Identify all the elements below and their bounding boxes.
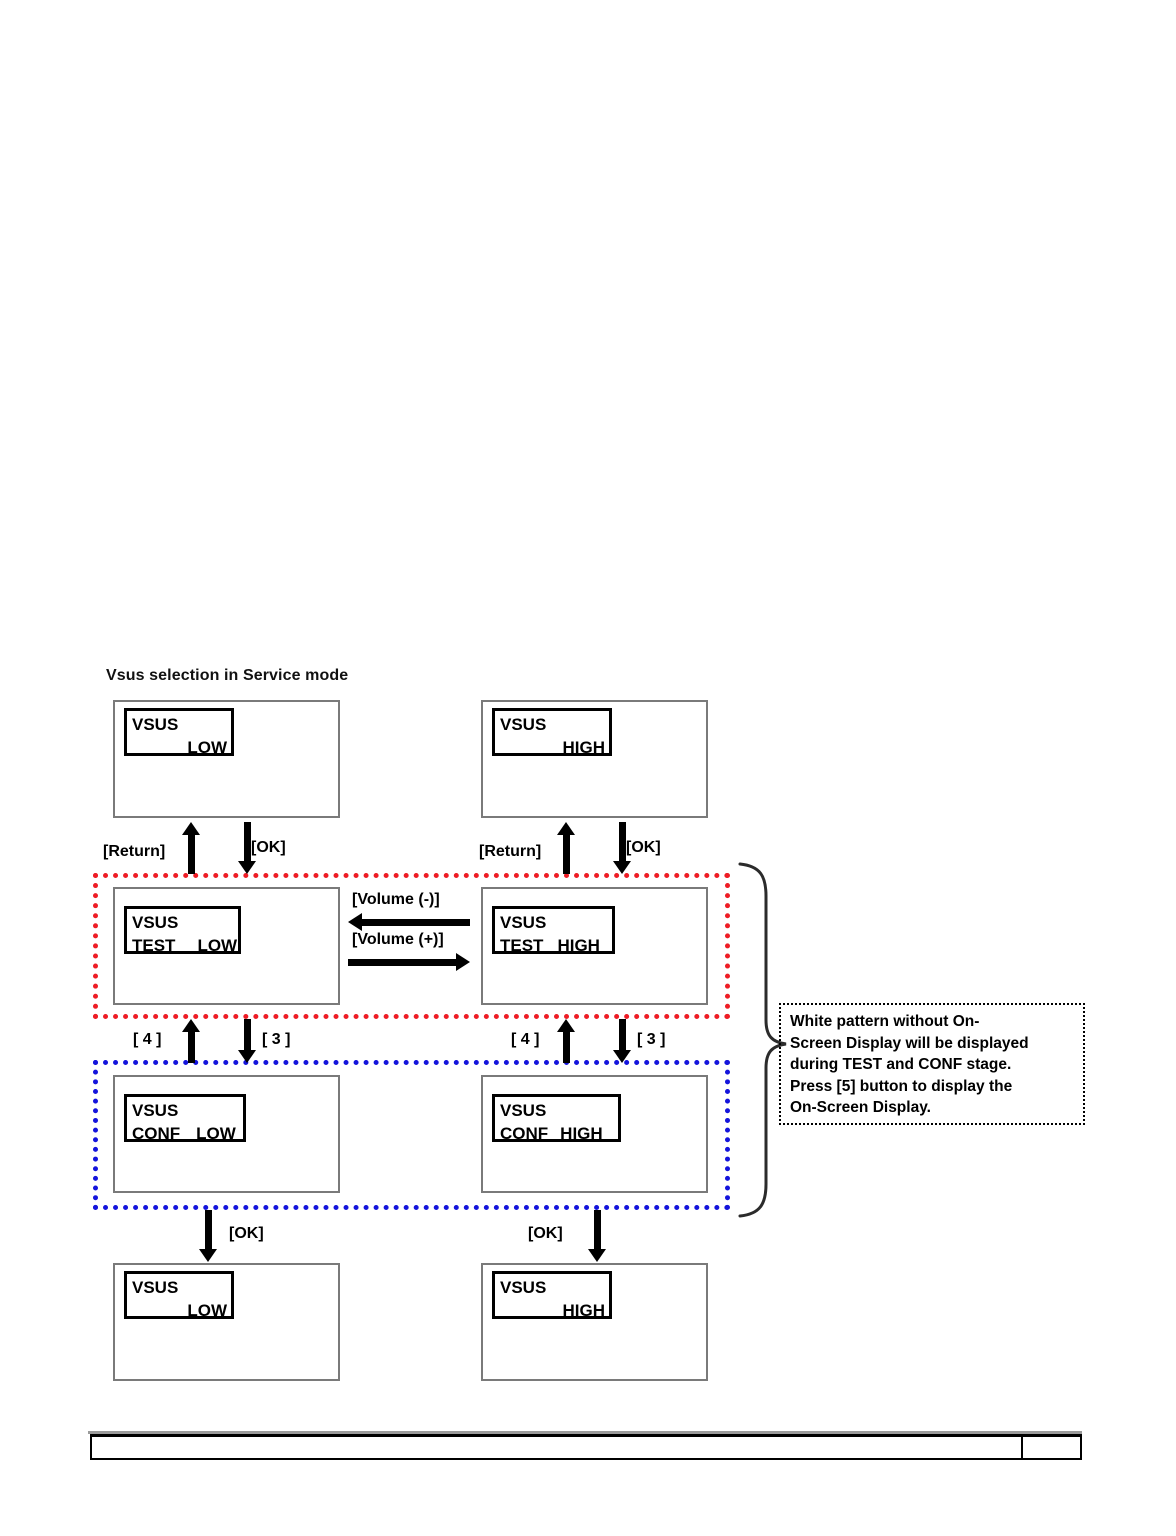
- arrow-up-return-left: [182, 822, 201, 874]
- screen-final-high: VSUS HIGH: [481, 1263, 708, 1381]
- screen-conf-low: VSUS CONF LOW: [113, 1075, 340, 1193]
- osd-stage-prefix: CONF: [132, 1124, 181, 1143]
- screen-conf-high: VSUS CONF HIGH: [481, 1075, 708, 1193]
- label-key3-right: [ 3 ]: [637, 1031, 666, 1048]
- osd-stage-prefix: TEST: [132, 936, 176, 955]
- label-key4-right: [ 4 ]: [511, 1031, 540, 1048]
- label-return-right: [Return]: [479, 843, 542, 860]
- osd-label-line2: LOW: [187, 1301, 227, 1320]
- osd-label-line1: VSUS: [132, 1101, 179, 1120]
- label-volume-plus: [Volume (+)]: [352, 931, 444, 948]
- osd-normal-high: VSUS HIGH: [492, 708, 612, 757]
- callout-line-3: during TEST and CONF stage.: [790, 1056, 1012, 1073]
- osd-label-line2: TEST HIGH: [500, 934, 608, 957]
- label-return-left: [Return]: [103, 843, 166, 860]
- arrow-up-key4-right: [557, 1019, 576, 1063]
- conf-stage-group-outline: [93, 1060, 730, 1210]
- osd-label-line1: VSUS: [500, 1101, 547, 1120]
- test-stage-group-outline: [93, 873, 730, 1019]
- footer-table: [90, 1434, 1082, 1460]
- arrow-left-volume-minus: [348, 913, 470, 932]
- label-volume-minus: [Volume (-)]: [352, 891, 440, 908]
- footer-rule: [88, 1431, 1082, 1434]
- osd-conf-high: VSUS CONF HIGH: [492, 1094, 621, 1145]
- osd-level-value: LOW: [196, 1124, 236, 1143]
- callout-line-1: White pattern without On-: [790, 1013, 980, 1030]
- osd-label-line1: VSUS: [132, 913, 179, 932]
- callout-line-5: On-Screen Display.: [790, 1099, 931, 1116]
- osd-label-line1: VSUS: [500, 1278, 547, 1297]
- label-key3-left: [ 3 ]: [262, 1031, 291, 1048]
- osd-label-line1: VSUS: [132, 1278, 179, 1297]
- osd-label-line2: HIGH: [562, 1301, 606, 1320]
- arrow-right-volume-plus: [348, 953, 470, 972]
- screen-normal-low: VSUS LOW: [113, 700, 340, 818]
- label-key4-left: [ 4 ]: [133, 1031, 162, 1048]
- arrow-up-return-right: [557, 822, 576, 874]
- osd-final-high: VSUS HIGH: [492, 1271, 612, 1320]
- arrow-down-ok-bottom-left: [199, 1210, 218, 1262]
- arrow-down-ok-right: [613, 822, 632, 874]
- arrow-down-key3-right: [613, 1019, 632, 1063]
- osd-conf-low: VSUS CONF LOW: [124, 1094, 246, 1145]
- osd-label-line2: HIGH: [562, 738, 606, 757]
- osd-label-line1: VSUS: [500, 715, 547, 734]
- osd-label-line2: CONF LOW: [132, 1122, 239, 1145]
- osd-stage-prefix: TEST: [500, 936, 544, 955]
- callout-line-2: Screen Display will be displayed: [790, 1034, 1029, 1052]
- osd-level-value: LOW: [197, 936, 238, 955]
- osd-label-line2: CONF HIGH: [500, 1122, 614, 1145]
- osd-label-line1: VSUS: [500, 913, 547, 932]
- osd-label-line2: TEST LOW: [132, 934, 238, 957]
- osd-test-high: VSUS TEST HIGH: [492, 906, 615, 957]
- screen-final-low: VSUS LOW: [113, 1263, 340, 1381]
- label-ok-bottom-right: [OK]: [528, 1225, 563, 1242]
- arrow-down-ok-left: [238, 822, 257, 874]
- osd-level-value: HIGH: [560, 1124, 603, 1143]
- footer-table-column-divider: [1021, 1436, 1023, 1460]
- osd-stage-prefix: CONF: [500, 1124, 549, 1143]
- osd-normal-low: VSUS LOW: [124, 708, 234, 757]
- osd-label-line2: LOW: [187, 738, 227, 757]
- osd-test-low: VSUS TEST LOW: [124, 906, 241, 957]
- osd-label-line1: VSUS: [132, 715, 179, 734]
- label-ok-left: [OK]: [251, 839, 286, 856]
- arrow-down-key3-left: [238, 1019, 257, 1063]
- screen-test-high: VSUS TEST HIGH: [481, 887, 708, 1005]
- callout-note: White pattern without On- Screen Display…: [779, 1003, 1085, 1125]
- screen-test-low: VSUS TEST LOW: [113, 887, 340, 1005]
- callout-brace: [738, 862, 787, 1218]
- diagram-title: Vsus selection in Service mode: [106, 667, 349, 684]
- osd-level-value: HIGH: [557, 936, 600, 955]
- label-ok-right: [OK]: [626, 839, 661, 856]
- screen-normal-high: VSUS HIGH: [481, 700, 708, 818]
- label-ok-bottom-left: [OK]: [229, 1225, 264, 1242]
- arrow-down-ok-bottom-right: [588, 1210, 607, 1262]
- arrow-up-key4-left: [182, 1019, 201, 1063]
- osd-final-low: VSUS LOW: [124, 1271, 234, 1320]
- callout-line-4: Press [5] button to display the: [790, 1077, 1013, 1095]
